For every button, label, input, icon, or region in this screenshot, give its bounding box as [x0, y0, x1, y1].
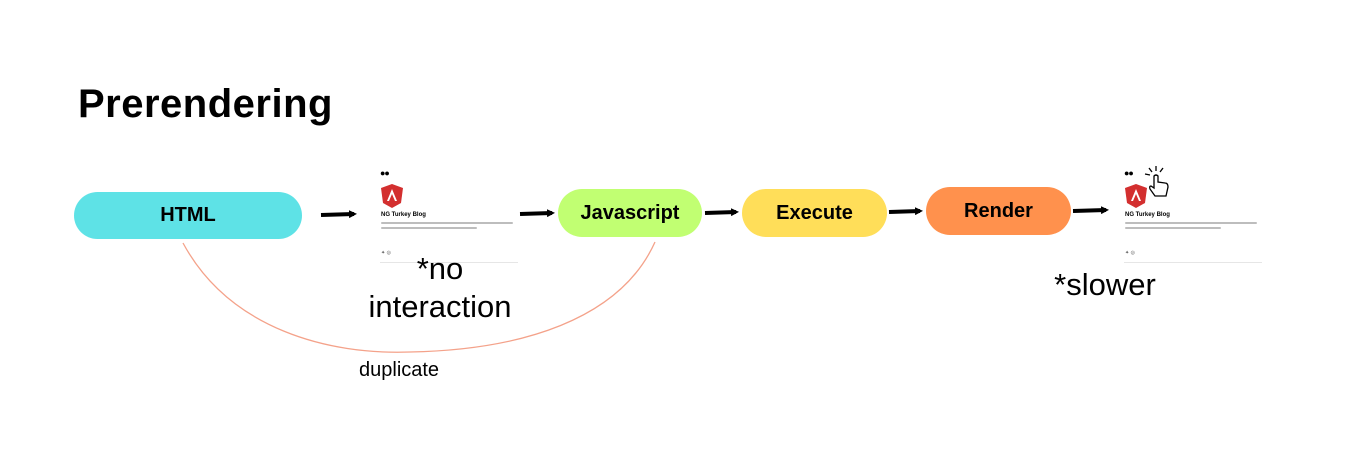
- html-node-label: HTML: [160, 204, 216, 226]
- preview-social-icons: ✦ ◎: [1125, 250, 1135, 256]
- preview-blog-title: NG Turkey Blog: [1125, 212, 1170, 218]
- render-node-label: Render: [964, 199, 1033, 222]
- click-hand-icon: [1144, 166, 1169, 197]
- static-page-preview: ●● NG Turkey Blog ✦ ◎: [380, 166, 518, 263]
- html-node: HTML: [74, 192, 302, 239]
- interactive-page-preview: ●● NG Turkey Blog ✦ ◎: [1124, 166, 1262, 263]
- preview-text-line: [381, 222, 513, 224]
- preview-text-line: [1125, 227, 1221, 229]
- execute-node: Execute: [742, 189, 887, 237]
- diagram-title: Prerendering: [78, 82, 333, 126]
- angular-shield-icon: [381, 184, 403, 208]
- avatar-dots-icon: ●●: [1124, 168, 1134, 178]
- arrow-javascript-to-execute: [704, 208, 739, 217]
- javascript-node: Javascript: [558, 189, 702, 237]
- arrow-render-to-preview: [1072, 206, 1109, 215]
- preview-blog-title: NG Turkey Blog: [381, 212, 426, 218]
- no-interaction-note: *no interaction: [345, 250, 535, 326]
- no-interaction-line1: *no: [416, 251, 464, 286]
- duplicate-arc: [182, 241, 656, 353]
- avatar-dots-icon: ●●: [380, 168, 390, 178]
- duplicate-label: duplicate: [359, 359, 440, 381]
- render-node: Render: [926, 187, 1071, 235]
- javascript-node-label: Javascript: [580, 201, 680, 224]
- angular-shield-icon: [1125, 184, 1147, 208]
- preview-social-icons: ✦ ◎: [381, 250, 391, 256]
- arrow-preview-to-javascript: [519, 209, 555, 218]
- preview-text-line: [1125, 222, 1257, 224]
- arrow-html-to-preview: [320, 210, 357, 219]
- slower-note: *slower: [1054, 267, 1156, 302]
- preview-text-line: [381, 227, 477, 229]
- arrow-execute-to-render: [888, 207, 923, 216]
- no-interaction-line2: interaction: [368, 289, 512, 324]
- execute-node-label: Execute: [776, 201, 853, 224]
